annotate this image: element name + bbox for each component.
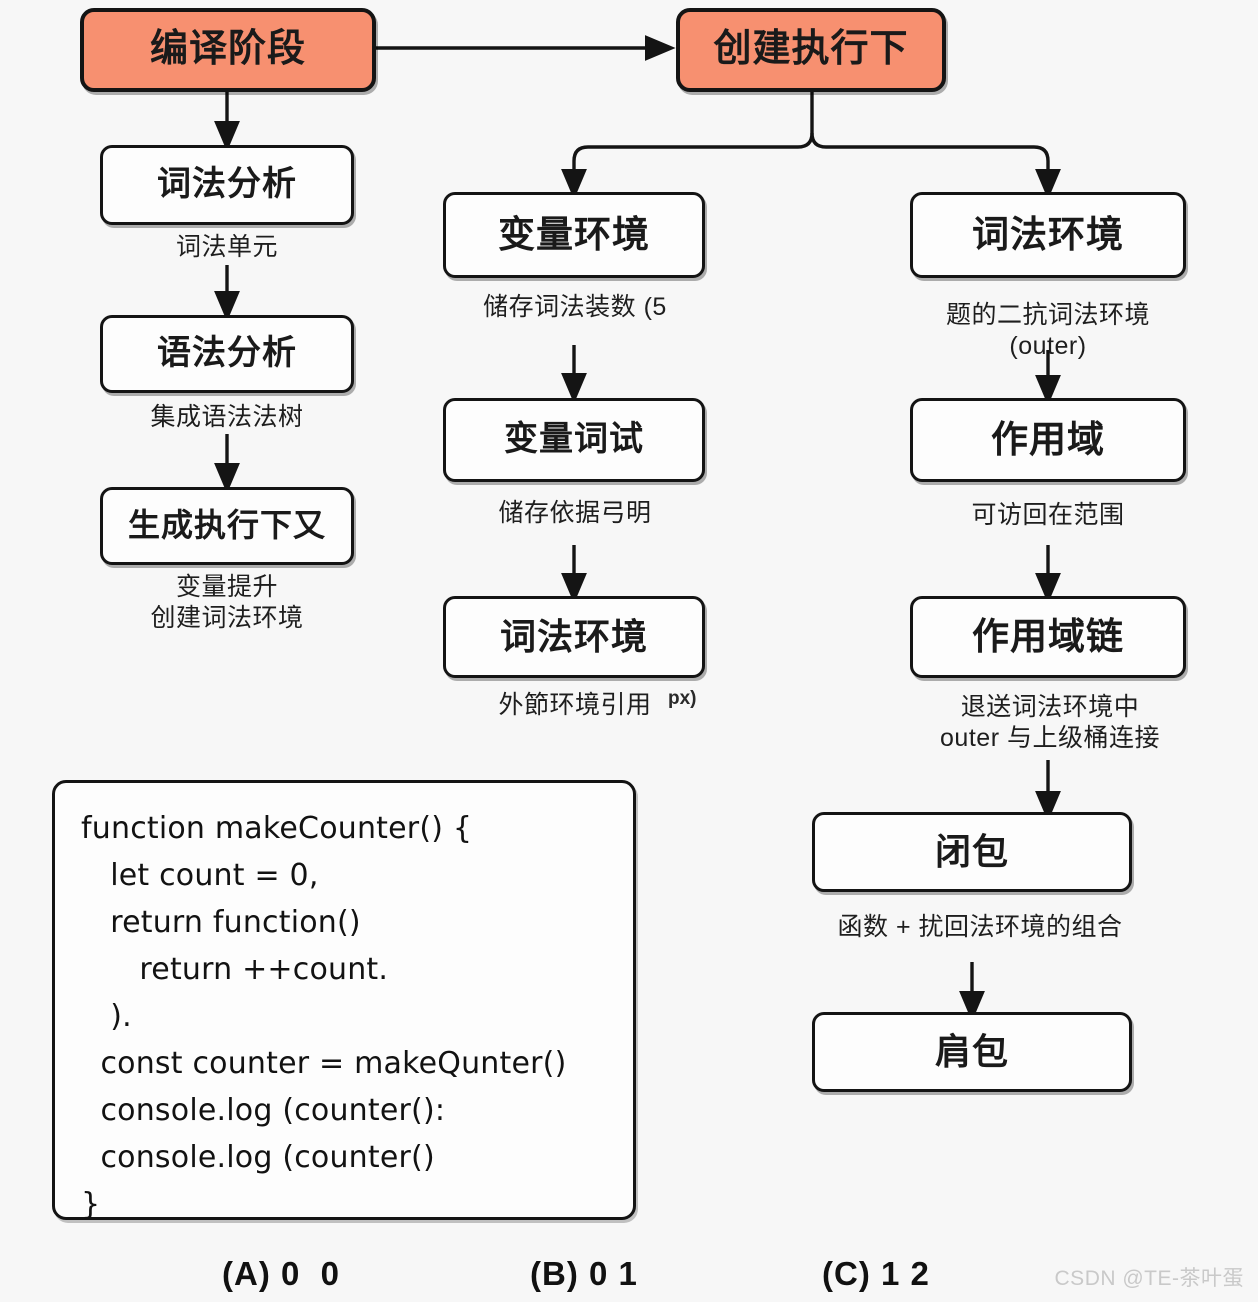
- code-line: console.log (counter(): [81, 1140, 435, 1175]
- node-create-exec-context[interactable]: 创建执行下: [676, 8, 946, 92]
- node-scope-chain[interactable]: 作用域链: [910, 596, 1186, 678]
- px-artifact-label: px): [668, 688, 697, 709]
- node-closure[interactable]: 闭包: [812, 812, 1132, 892]
- caption-outer-link: 退送词法环境中 outer 与上级桶连接: [940, 693, 1160, 752]
- node-syntax-analysis[interactable]: 语法分析: [100, 315, 354, 393]
- code-line: }: [81, 1187, 101, 1222]
- watermark: CSDN @TE-茶叶蛋: [1054, 1267, 1244, 1290]
- node-scope-label: 作用域: [991, 418, 1105, 460]
- node-lexical-environment-label: 词法环境: [972, 213, 1124, 255]
- node-lexical-environment[interactable]: 词法环境: [910, 192, 1186, 278]
- caption-hoisting: 变量提升 创建词法环境: [150, 573, 304, 632]
- caption-store-decl: 储存依据弓明: [498, 499, 652, 527]
- code-line: console.log (counter():: [81, 1093, 446, 1128]
- code-snippet-box: function makeCounter() { let count = 0, …: [52, 780, 636, 1222]
- node-create-exec-context-label: 创建执行下: [713, 28, 909, 71]
- node-lexical-analysis-label: 词法分析: [157, 165, 297, 204]
- code-line: ).: [81, 999, 132, 1034]
- node-variable-environment-label: 变量环境: [498, 213, 650, 255]
- node-closure-alt[interactable]: 肩包: [812, 1012, 1132, 1092]
- caption-closure-def: 函数 + 扰回法环境的组合: [837, 913, 1123, 941]
- node-generate-exec-context-label: 生成执行下又: [127, 507, 326, 544]
- node-lexical-analysis[interactable]: 词法分析: [100, 145, 354, 225]
- code-line: const counter = makeQunter(): [81, 1046, 567, 1081]
- caption-tokens: 词法单元: [175, 233, 278, 261]
- node-closure-alt-label: 肩包: [934, 1031, 1009, 1073]
- caption-ast: 集成语法法树: [150, 403, 304, 431]
- code-line: function makeCounter() {: [81, 811, 473, 846]
- node-syntax-analysis-label: 语法分析: [157, 334, 297, 373]
- node-generate-exec-context[interactable]: 生成执行下又: [100, 487, 354, 565]
- node-closure-label: 闭包: [934, 831, 1009, 873]
- node-scope-chain-label: 作用域链: [972, 615, 1124, 657]
- code-line: let count = 0,: [81, 858, 319, 893]
- node-middle-lexical-environment[interactable]: 词法环境: [443, 596, 705, 678]
- answer-option-c[interactable]: (C) 1 2: [822, 1255, 930, 1292]
- caption-access-range: 可访回在范围: [971, 501, 1125, 529]
- answer-option-a[interactable]: (A) 0 0: [222, 1255, 341, 1292]
- node-variable-record[interactable]: 变量词试: [443, 398, 705, 482]
- caption-store-var: 储存词法装数 (5: [483, 293, 667, 321]
- node-middle-lexical-environment-label: 词法环境: [499, 616, 648, 658]
- caption-outer-ref: 外節环境引用: [498, 691, 652, 719]
- node-scope[interactable]: 作用域: [910, 398, 1186, 482]
- code-line: return ++count.: [81, 952, 389, 987]
- node-compile-phase-label: 编译阶段: [149, 28, 306, 71]
- node-variable-record-label: 变量词试: [504, 420, 644, 459]
- node-variable-environment[interactable]: 变量环境: [443, 192, 705, 278]
- answer-option-b[interactable]: (B) 0 1: [530, 1255, 638, 1292]
- caption-outer-env: 题的二抗词法环境 (outer): [945, 301, 1150, 360]
- code-line: return function(): [81, 905, 361, 940]
- node-compile-phase[interactable]: 编译阶段: [80, 8, 376, 92]
